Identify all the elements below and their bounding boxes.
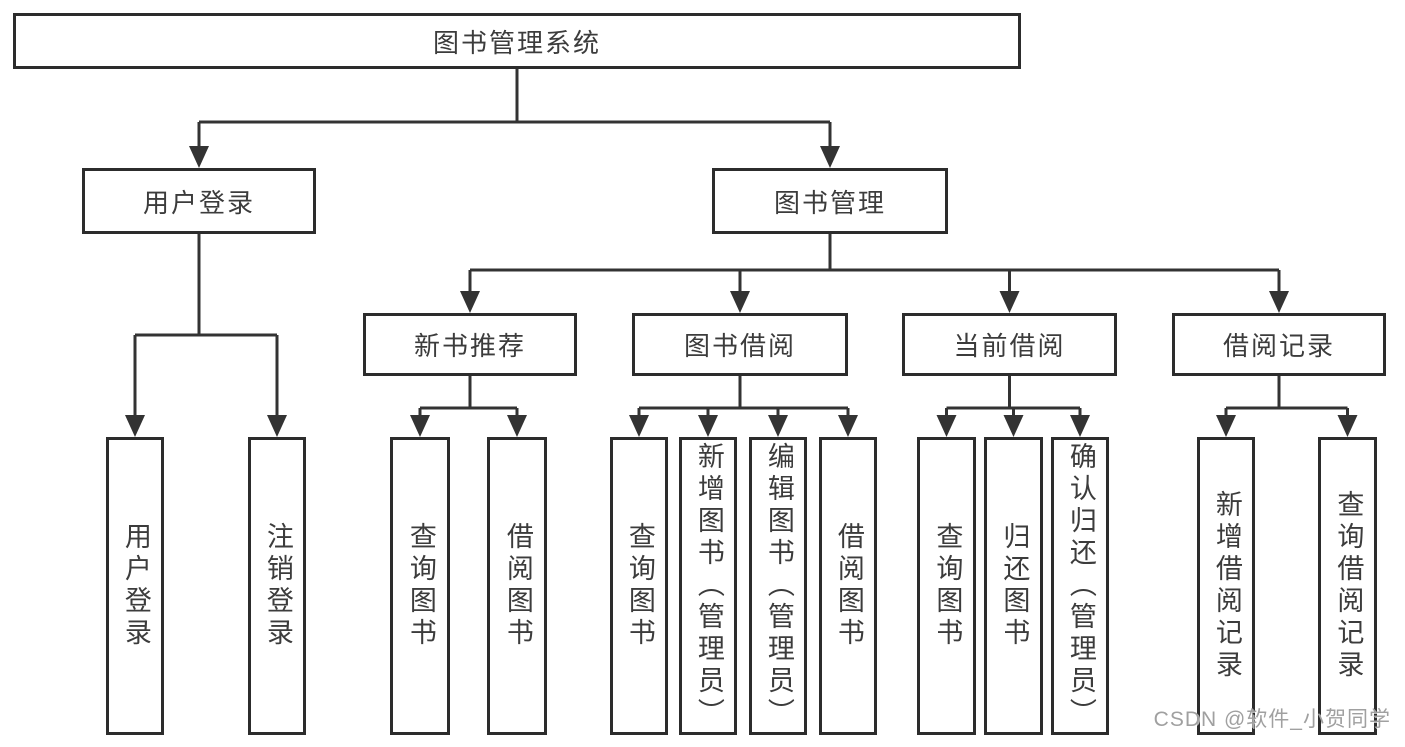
node-label: 用户登录 [120,522,151,650]
arrowhead-down-icon [507,415,527,437]
node-leaf-edit-book-admin: 编辑图书（管理员） [749,437,807,735]
node-label: 查询图书 [932,522,963,650]
node-label: 借阅记录 [1222,331,1335,361]
node-label: 归还图书 [999,522,1030,650]
node-user-login: 用户登录 [82,168,316,234]
arrowhead-down-icon [999,291,1020,313]
node-label: 图书借阅 [683,331,796,361]
node-root: 图书管理系统 [13,13,1021,69]
node-leaf-query-book-borrow: 查询图书 [610,437,668,735]
arrowhead-down-icon [768,415,788,437]
arrowhead-down-icon [1337,415,1358,437]
node-leaf-borrow-book-recommend: 借阅图书 [487,437,547,735]
arrowhead-down-icon [1070,415,1090,437]
node-borrowing-records: 借阅记录 [1172,313,1386,376]
node-leaf-query-borrow-record: 查询借阅记录 [1318,437,1377,735]
node-book-borrowing: 图书借阅 [632,313,848,376]
arrowhead-down-icon [838,415,858,437]
arrowhead-down-icon [629,415,649,437]
arrowhead-down-icon [125,415,145,437]
node-leaf-return-book: 归还图书 [984,437,1043,735]
connector-path [133,69,1349,421]
node-label: 图书管理 [773,187,886,218]
arrowhead-down-icon [1003,415,1024,437]
node-current-borrowing: 当前借阅 [902,313,1117,376]
arrowhead-down-icon [410,415,430,437]
node-label: 编辑图书（管理员） [763,442,794,730]
arrowhead-down-icon [267,415,287,437]
node-leaf-add-book-admin: 新增图书（管理员） [679,437,737,735]
arrowhead-down-icon [189,146,209,168]
arrowhead-down-icon [1216,415,1236,437]
node-leaf-user-login: 用户登录 [106,437,164,735]
node-leaf-query-book-current: 查询图书 [917,437,976,735]
node-label: 新增图书（管理员） [693,442,724,730]
arrowhead-down-icon [936,415,957,437]
node-book-management: 图书管理 [712,168,948,234]
node-leaf-confirm-return-admin: 确认归还（管理员） [1051,437,1109,735]
node-label: 确认归还（管理员） [1065,442,1096,730]
node-leaf-add-borrow-record: 新增借阅记录 [1197,437,1255,735]
node-label: 用户登录 [142,187,255,218]
arrowhead-down-icon [698,415,718,437]
node-label: 借阅图书 [833,522,864,650]
watermark-text: CSDN @软件_小贺同学 [1153,708,1391,731]
node-new-book-recommend: 新书推荐 [363,313,577,376]
node-label: 查询图书 [405,522,436,650]
node-leaf-borrow-book: 借阅图书 [819,437,877,735]
node-label: 新增借阅记录 [1211,490,1242,682]
node-label: 注销登录 [262,522,293,650]
arrowhead-down-icon [1269,291,1289,313]
node-label: 图书管理系统 [432,27,601,58]
arrowhead-down-icon [820,146,840,168]
node-leaf-logout: 注销登录 [248,437,306,735]
node-leaf-query-book-recommend: 查询图书 [390,437,450,735]
node-label: 新书推荐 [413,331,526,361]
node-label: 当前借阅 [953,331,1066,361]
node-label: 借阅图书 [502,522,533,650]
arrowhead-down-icon [460,291,480,313]
node-label: 查询图书 [624,522,655,650]
node-label: 查询借阅记录 [1333,490,1364,682]
arrowhead-down-icon [730,291,750,313]
